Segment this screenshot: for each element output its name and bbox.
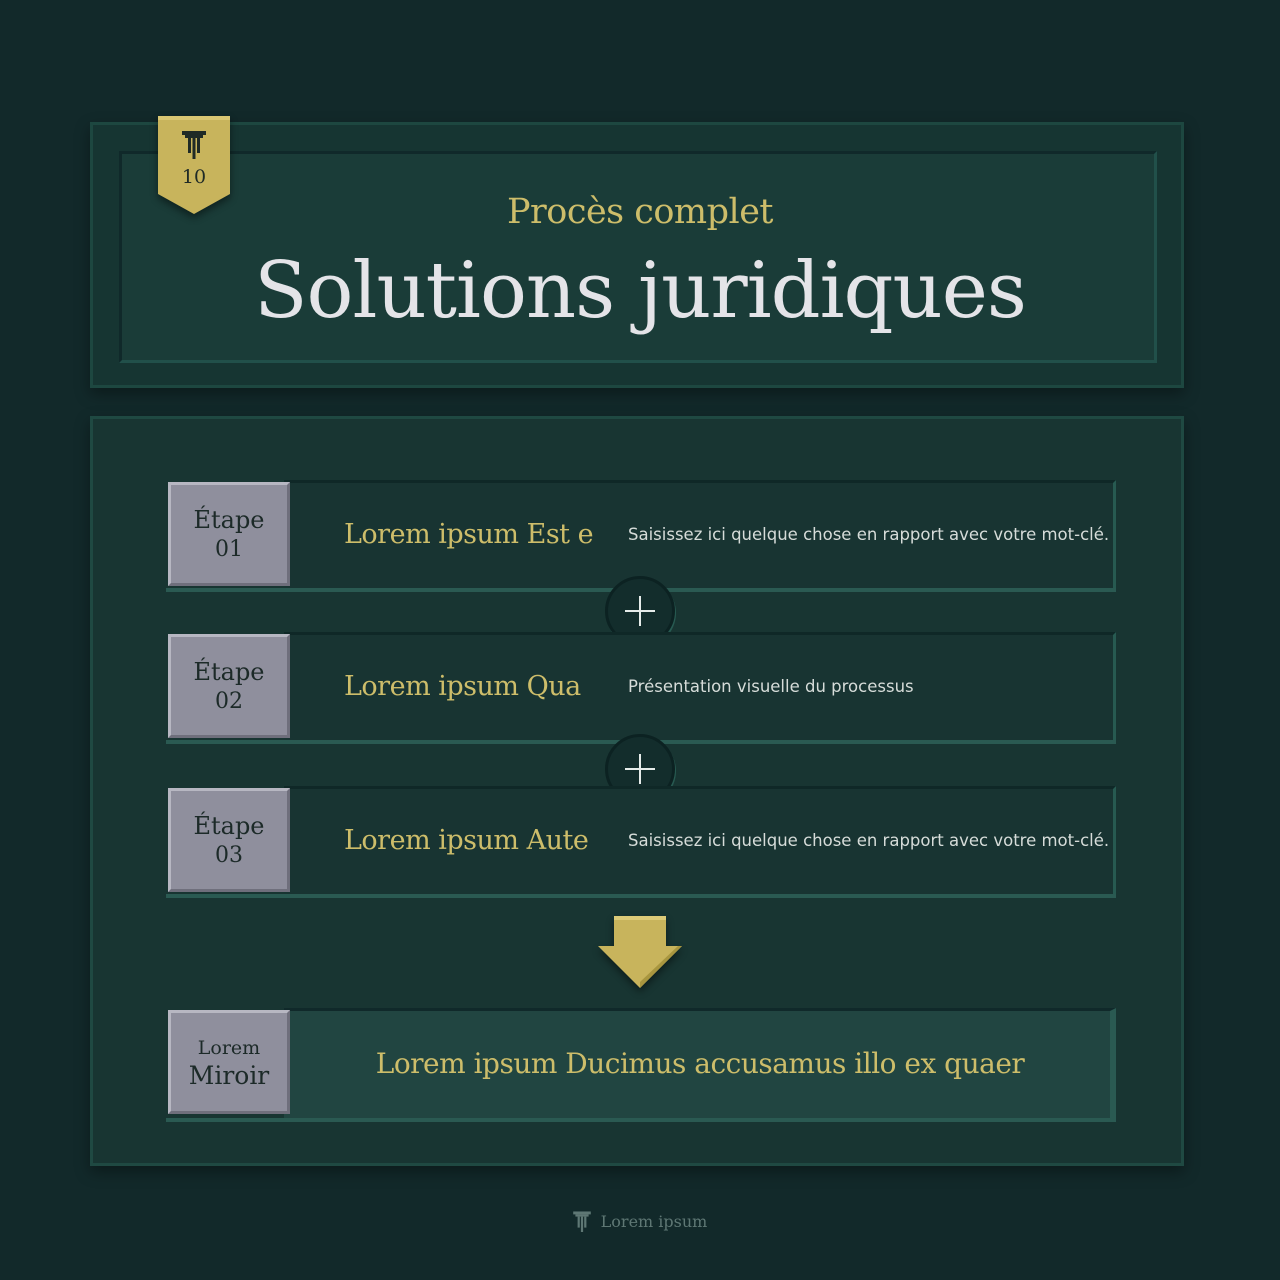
step-row-1: Étape 01 Lorem ipsum Est e Saisissez ici… [166, 480, 1116, 592]
step-bar [284, 480, 1116, 592]
step-label: Étape [193, 658, 265, 686]
header-panel [119, 151, 1157, 363]
result-bar [284, 1008, 1116, 1122]
step-label: Étape [193, 812, 265, 840]
step-row-3: Étape 03 Lorem ipsum Aute Saisissez ici … [166, 786, 1116, 898]
step-description: Saisissez ici quelque chose en rapport a… [628, 830, 1110, 850]
pillar-icon [182, 131, 206, 159]
step-row-2: Étape 02 Lorem ipsum Qua Présentation vi… [166, 632, 1116, 744]
step-bar [284, 786, 1116, 898]
step-label-box: Étape 03 [168, 788, 290, 892]
step-title: Lorem ipsum Est e [344, 518, 594, 550]
step-label: Étape [193, 506, 265, 534]
step-number: 02 [215, 689, 243, 714]
page-title: Solutions juridiques [254, 246, 1027, 336]
step-title: Lorem ipsum Qua [344, 670, 581, 702]
arrow-down-icon [598, 916, 682, 994]
step-title: Lorem ipsum Aute [344, 824, 589, 856]
page-subtitle: Procès complet [507, 192, 774, 232]
result-label-top: Lorem [197, 1037, 261, 1059]
badge-ribbon [158, 116, 230, 214]
footer: Lorem ipsum [0, 1210, 1280, 1232]
step-label-box: Étape 01 [168, 482, 290, 586]
plus-icon [625, 754, 655, 784]
step-label-box: Étape 02 [168, 634, 290, 738]
result-label-box: Lorem Miroir [168, 1010, 290, 1114]
footer-text: Lorem ipsum [600, 1211, 708, 1231]
plus-icon [625, 596, 655, 626]
header-frame [90, 122, 1184, 388]
pillar-icon [572, 1211, 591, 1232]
result-row: Lorem Miroir Lorem ipsum Ducimus accusam… [166, 1008, 1116, 1122]
step-bar [284, 632, 1116, 744]
result-title: Lorem ipsum Ducimus accusamus illo ex qu… [375, 1046, 1025, 1080]
result-label-bottom: Miroir [188, 1061, 270, 1090]
step-base-line [166, 1118, 1116, 1122]
step-description: Saisissez ici quelque chose en rapport a… [628, 524, 1110, 544]
step-number: 03 [215, 843, 243, 868]
page-badge: 10 [158, 116, 230, 214]
badge-number: 10 [181, 166, 207, 188]
step-description: Présentation visuelle du processus [628, 676, 914, 696]
step-base-line [166, 894, 1116, 898]
step-number: 01 [215, 537, 243, 562]
